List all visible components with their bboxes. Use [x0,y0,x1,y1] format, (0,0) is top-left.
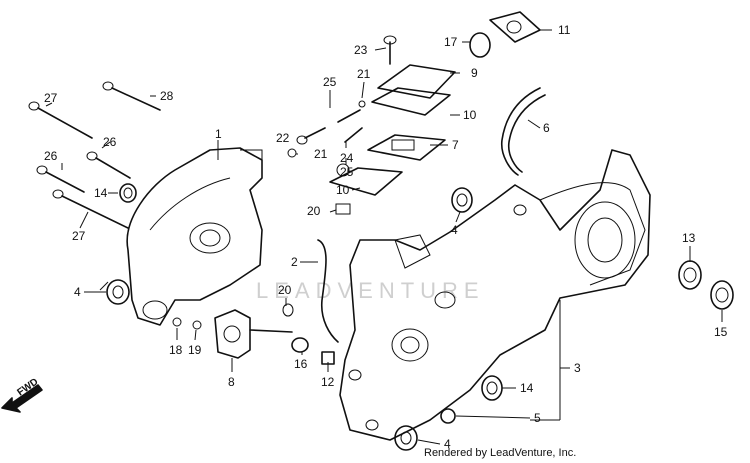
bearing-4-left[interactable] [99,279,130,305]
callout-11[interactable]: 11 [558,23,571,37]
callout-4-left[interactable]: 4 [74,285,81,299]
callout-21-left[interactable]: 21 [314,147,328,161]
callout-3[interactable]: 3 [574,361,581,375]
bushing-5[interactable] [440,408,456,424]
bearing-14-left[interactable] [119,183,137,203]
callout-25-top[interactable]: 25 [323,75,337,89]
callout-22[interactable]: 22 [276,131,290,145]
callout-19[interactable]: 19 [188,343,202,357]
callout-26-bottom[interactable]: 26 [44,149,58,163]
callout-18[interactable]: 18 [169,343,183,357]
credit-text: Rendered by LeadVenture, Inc. [424,447,576,459]
callout-13[interactable]: 13 [682,231,696,245]
fwd-arrow: FWD [1,376,43,413]
case-bolts[interactable] [28,81,161,229]
oil-pump-assembly[interactable] [172,303,294,359]
callout-6[interactable]: 6 [543,121,550,135]
bearing-4-mid[interactable] [451,187,473,213]
leader-lines [45,29,723,445]
callout-21-top[interactable]: 21 [357,67,371,81]
callout-7[interactable]: 7 [452,138,459,152]
callout-10-mid[interactable]: 10 [336,183,350,197]
callout-24[interactable]: 24 [340,151,354,165]
callout-9[interactable]: 9 [471,66,478,80]
callout-14-left[interactable]: 14 [94,186,108,200]
callout-26-top[interactable]: 26 [103,135,117,149]
callout-10-top[interactable]: 10 [463,108,477,122]
bearing-4-bottom[interactable] [394,425,418,451]
callout-25-bottom[interactable]: 25 [340,165,354,179]
callout-28[interactable]: 28 [160,89,174,103]
callout-20-bottom[interactable]: 20 [278,283,292,297]
callout-4-bottom[interactable]: 4 [444,437,451,451]
small-bolts-dowels[interactable] [287,100,366,215]
callout-12[interactable]: 12 [321,375,335,389]
callout-14-bottom[interactable]: 14 [520,381,534,395]
left-crankcase-half[interactable] [126,147,263,326]
seal-13[interactable] [678,260,702,290]
breather-hose[interactable] [500,87,546,176]
watermark: LEADVENTURE [256,278,485,303]
callout-8[interactable]: 8 [228,375,235,389]
callout-17[interactable]: 17 [444,35,458,49]
callout-4-mid[interactable]: 4 [451,223,458,237]
callout-27-top[interactable]: 27 [44,91,58,105]
callout-15[interactable]: 15 [714,325,728,339]
callout-2[interactable]: 2 [291,255,298,269]
callout-27-bottom[interactable]: 27 [72,229,86,243]
bearing-14-bottom[interactable] [481,375,503,401]
callout-numbers: 1 2 3 4 4 4 5 6 7 8 9 10 10 11 12 13 14 … [44,23,728,451]
callout-5[interactable]: 5 [534,411,541,425]
right-crankcase-half[interactable] [339,149,651,441]
callout-23[interactable]: 23 [354,43,368,57]
callout-1[interactable]: 1 [215,127,222,141]
reed-valve-stack[interactable] [329,11,541,196]
callout-20-top[interactable]: 20 [307,204,321,218]
callout-16[interactable]: 16 [294,357,308,371]
seal-15[interactable] [710,280,734,310]
